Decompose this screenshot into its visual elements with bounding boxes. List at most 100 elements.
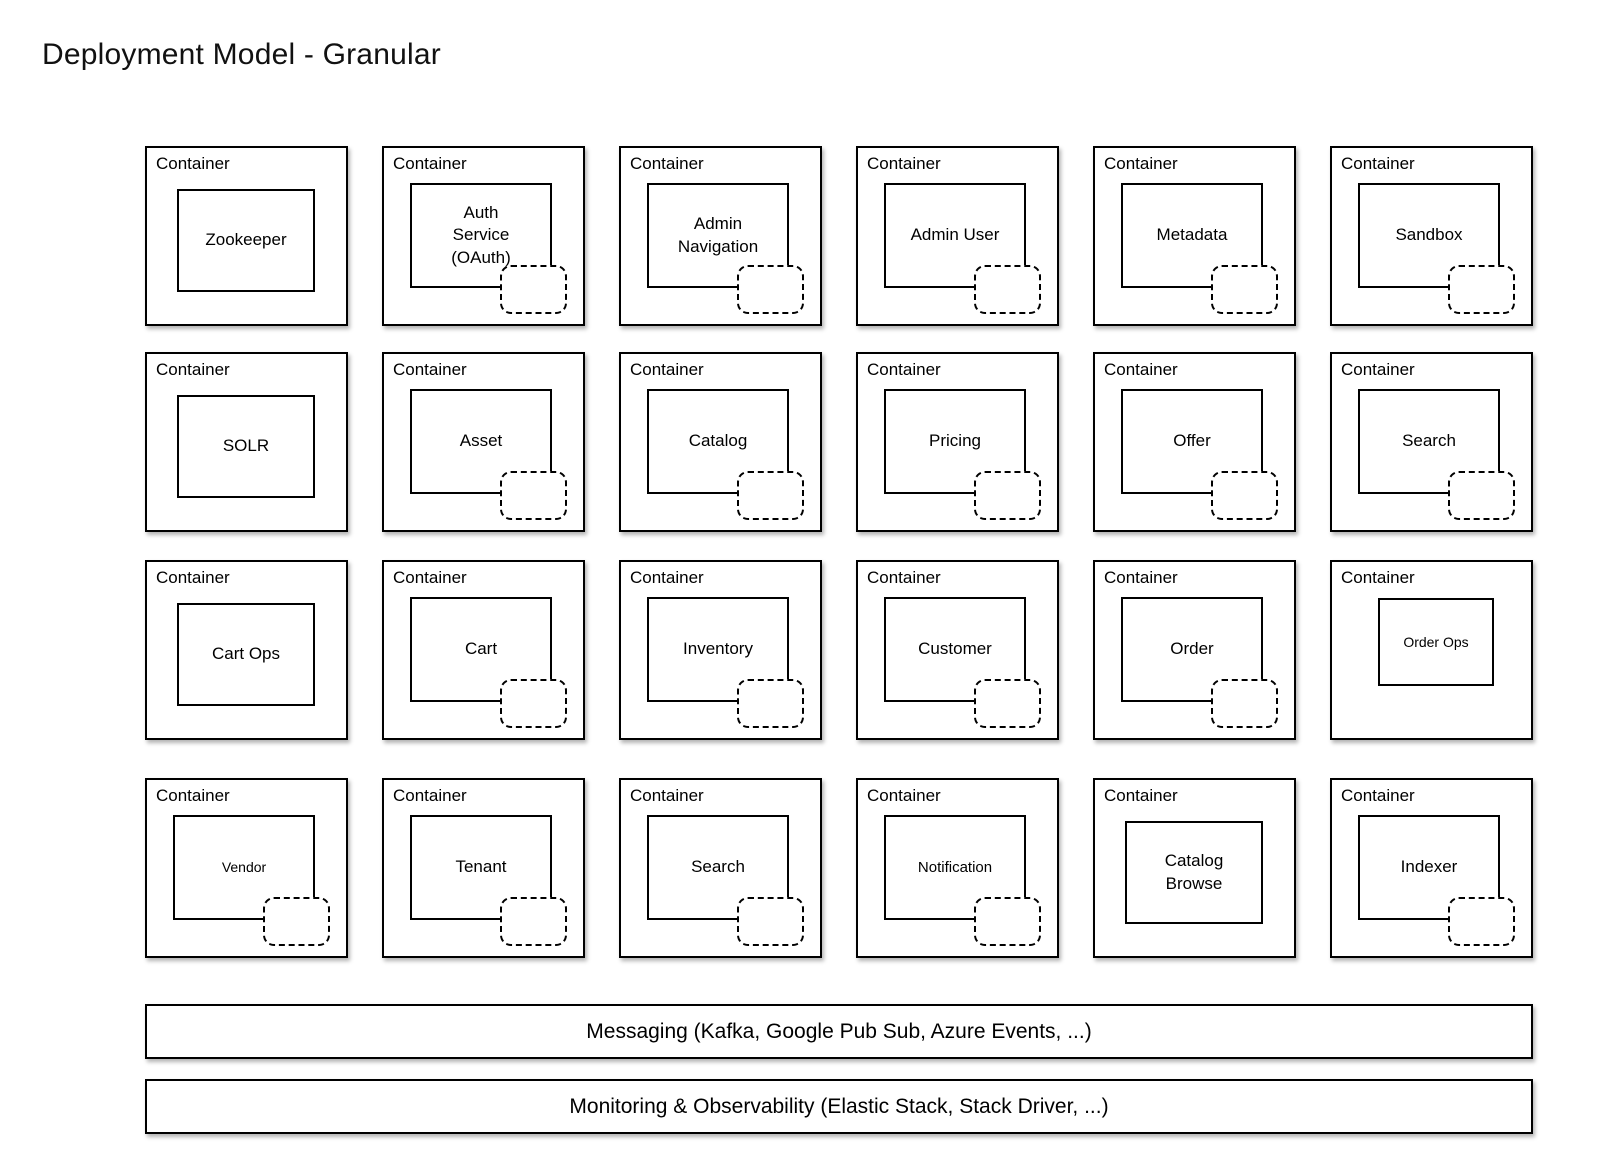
service-name: Tenant — [455, 857, 507, 877]
service-name: Zookeeper — [205, 230, 287, 250]
service-box: Search — [647, 815, 789, 920]
container-label: Container — [1104, 568, 1178, 587]
pod-placeholder-box — [737, 679, 804, 728]
service-name: Indexer — [1400, 857, 1458, 877]
container-label: Container — [156, 786, 230, 805]
pod-placeholder-box — [737, 897, 804, 946]
pod-placeholder-box — [1211, 471, 1278, 520]
service-box: Auth Service (OAuth) — [410, 183, 552, 288]
service-box: Inventory — [647, 597, 789, 702]
pod-placeholder-box — [500, 897, 567, 946]
container-label: Container — [630, 154, 704, 173]
service-box: Asset — [410, 389, 552, 494]
service-name: Cart Ops — [211, 644, 281, 664]
service-box: Admin Navigation — [647, 183, 789, 288]
service-box: Admin User — [884, 183, 1026, 288]
pod-placeholder-box — [1448, 471, 1515, 520]
container-label: Container — [156, 360, 230, 379]
container-label: Container — [867, 360, 941, 379]
service-box: Sandbox — [1358, 183, 1500, 288]
messaging-bar-label: Messaging (Kafka, Google Pub Sub, Azure … — [586, 1019, 1092, 1043]
service-box: Tenant — [410, 815, 552, 920]
service-box: Catalog — [647, 389, 789, 494]
pod-placeholder-box — [263, 897, 330, 946]
pod-placeholder-box — [974, 265, 1041, 314]
container-label: Container — [867, 786, 941, 805]
diagram-title: Deployment Model - Granular — [42, 38, 441, 71]
pod-placeholder-box — [500, 471, 567, 520]
monitoring-bar-label: Monitoring & Observability (Elastic Stac… — [569, 1094, 1109, 1118]
container-label: Container — [1104, 360, 1178, 379]
service-box: Search — [1358, 389, 1500, 494]
container-label: Container — [1341, 568, 1415, 587]
pod-placeholder-box — [737, 265, 804, 314]
service-box: Customer — [884, 597, 1026, 702]
service-box: Order — [1121, 597, 1263, 702]
service-box: Metadata — [1121, 183, 1263, 288]
messaging-bar: Messaging (Kafka, Google Pub Sub, Azure … — [145, 1004, 1533, 1059]
container-label: Container — [1104, 154, 1178, 173]
service-name: Asset — [459, 431, 503, 451]
service-box: Pricing — [884, 389, 1026, 494]
pod-placeholder-box — [1448, 265, 1515, 314]
service-box: Indexer — [1358, 815, 1500, 920]
service-box: Vendor — [173, 815, 315, 920]
pod-placeholder-box — [974, 897, 1041, 946]
pod-placeholder-box — [500, 679, 567, 728]
service-box: Catalog Browse — [1125, 821, 1263, 924]
service-box: Zookeeper — [177, 189, 315, 292]
service-box: Notification — [884, 815, 1026, 920]
container-label: Container — [1341, 360, 1415, 379]
service-name: Vendor — [221, 859, 267, 876]
pod-placeholder-box — [1211, 265, 1278, 314]
container-label: Container — [1104, 786, 1178, 805]
service-name: Admin Navigation — [677, 214, 759, 256]
service-name: Search — [1402, 431, 1456, 451]
container-label: Container — [1341, 786, 1415, 805]
container-label: Container — [1341, 154, 1415, 173]
container-label: Container — [630, 568, 704, 587]
service-name: Inventory — [683, 639, 753, 659]
container-label: Container — [867, 154, 941, 173]
service-name: Sandbox — [1395, 225, 1463, 245]
container-label: Container — [630, 360, 704, 379]
service-box: Cart — [410, 597, 552, 702]
container-label: Container — [630, 786, 704, 805]
pod-placeholder-box — [974, 471, 1041, 520]
service-name: Auth Service (OAuth) — [451, 203, 511, 267]
container-label: Container — [393, 154, 467, 173]
service-name: Catalog — [688, 431, 748, 451]
service-name: Order Ops — [1403, 633, 1469, 650]
service-box: Offer — [1121, 389, 1263, 494]
service-box: SOLR — [177, 395, 315, 498]
pod-placeholder-box — [1448, 897, 1515, 946]
monitoring-bar: Monitoring & Observability (Elastic Stac… — [145, 1079, 1533, 1134]
service-name: Metadata — [1156, 225, 1228, 245]
container-label: Container — [393, 360, 467, 379]
